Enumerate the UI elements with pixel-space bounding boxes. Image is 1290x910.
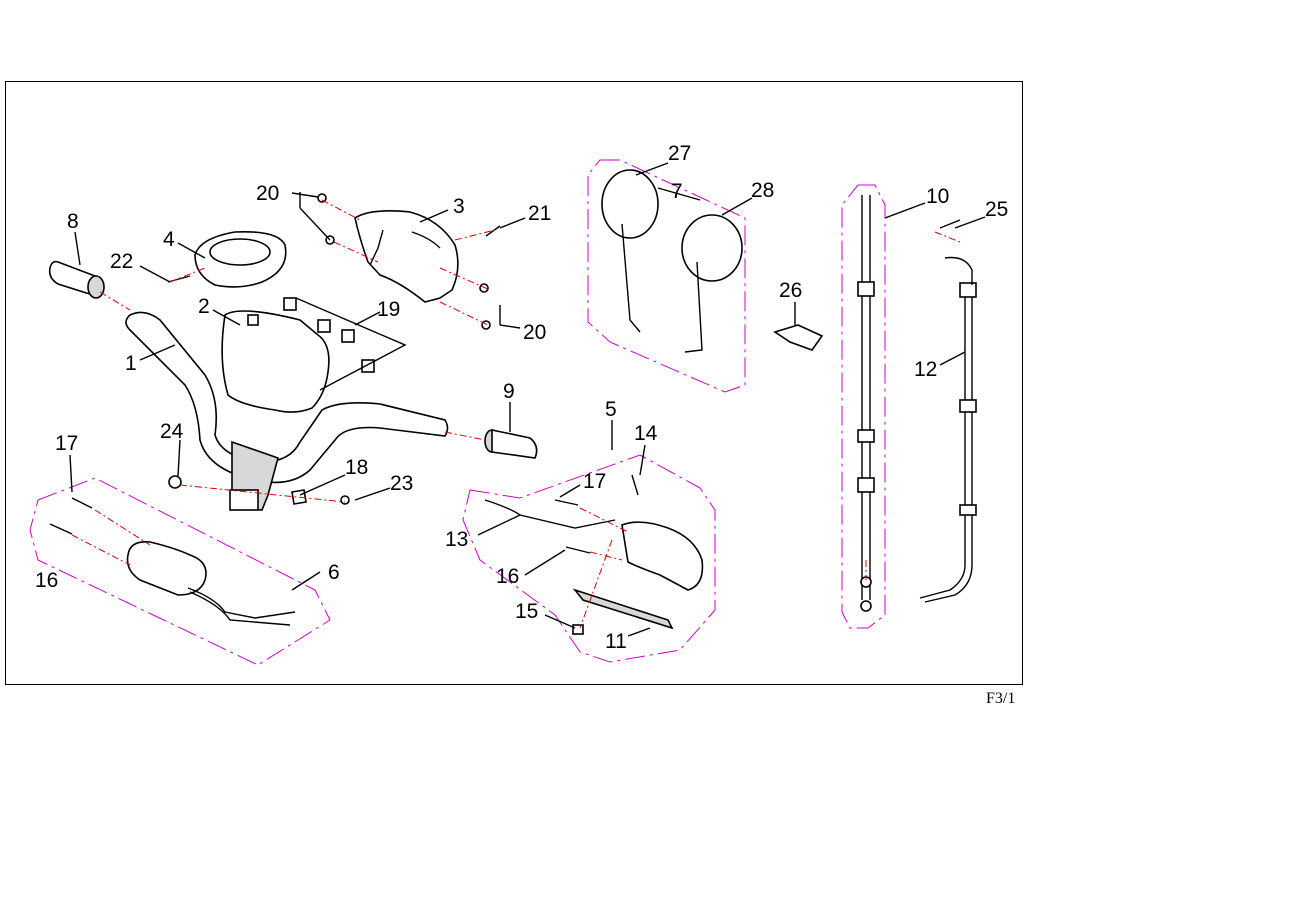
- callout-18: 18: [345, 456, 368, 479]
- clip-set: [247, 297, 407, 391]
- upper-cover: [194, 230, 287, 288]
- throttle-cable: [857, 195, 875, 612]
- front-panel: [221, 310, 330, 413]
- callout-25: 25: [985, 198, 1008, 221]
- callout-3: 3: [453, 195, 465, 218]
- callout-20-top: 20: [256, 182, 279, 205]
- callout-14: 14: [634, 422, 658, 445]
- callout-22: 22: [110, 250, 133, 273]
- callout-8: 8: [67, 210, 79, 233]
- callout-11: 11: [605, 630, 627, 653]
- callout-2: 2: [198, 295, 210, 318]
- callout-17-left: 17: [55, 432, 78, 455]
- page-code: F3/1: [986, 690, 1016, 707]
- callout-leaders: [69, 162, 986, 637]
- right-mirror: [681, 214, 743, 353]
- callout-13: 13: [445, 528, 468, 551]
- callout-27: 27: [668, 142, 691, 165]
- diagram-frame: [5, 81, 1023, 685]
- callout-16-right: 16: [496, 565, 519, 588]
- callout-21: 21: [528, 202, 551, 225]
- rear-cover: [354, 210, 459, 303]
- left-grip: [48, 260, 105, 299]
- callout-10: 10: [926, 185, 949, 208]
- right-switch: [484, 499, 704, 635]
- speedometer-cable: [919, 256, 977, 603]
- callout-16-left: 16: [35, 569, 58, 592]
- callout-26: 26: [779, 279, 802, 302]
- right-grip: [484, 429, 538, 459]
- callout-4: 4: [163, 228, 175, 251]
- callout-labels: 8 4 22 2 1 3 20 21 20 19 9 5 24 18 23 17…: [35, 142, 1008, 653]
- callout-24: 24: [160, 420, 184, 443]
- left-switch: [126, 540, 296, 626]
- callout-20-bottom: 20: [523, 321, 546, 344]
- callout-17-right: 17: [583, 470, 606, 493]
- throttle-cable-group-outline: [841, 184, 886, 629]
- callout-23: 23: [390, 472, 413, 495]
- assembly-leaders: [71, 199, 961, 629]
- handlebar: [125, 311, 449, 484]
- callout-7: 7: [671, 180, 683, 203]
- handlebar-clamp: [229, 440, 279, 511]
- callout-28: 28: [751, 179, 774, 202]
- right-switch-group-outline: [462, 454, 716, 663]
- mirror-group-outline: [587, 159, 746, 393]
- left-switch-group-outline: [29, 477, 331, 666]
- bracket: [773, 324, 824, 351]
- callout-5: 5: [605, 398, 617, 421]
- left-mirror: [601, 169, 659, 333]
- callout-19: 19: [377, 298, 400, 321]
- callout-15: 15: [515, 600, 538, 623]
- callout-12: 12: [914, 358, 937, 381]
- callout-6: 6: [328, 561, 340, 584]
- callout-9: 9: [503, 380, 515, 403]
- callout-1: 1: [125, 352, 137, 375]
